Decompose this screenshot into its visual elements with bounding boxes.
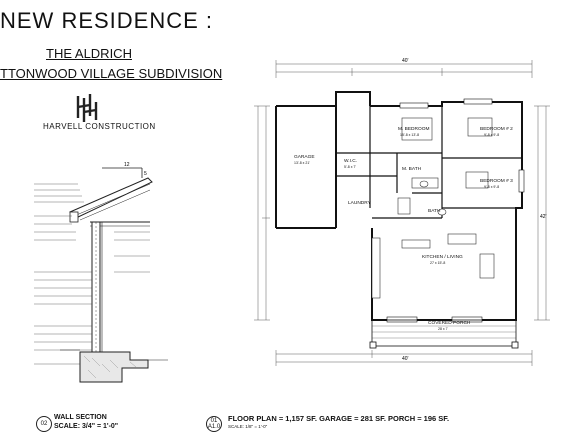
wall-section-number: 02 (36, 416, 52, 432)
room-garage-dim: 13'-8 x 21' (294, 161, 310, 165)
room-bath: BATH (428, 208, 441, 214)
room-master-bedroom: M. BEDROOM (398, 126, 429, 132)
room-covered-porch: COVERED PORCH (428, 320, 471, 326)
overall-width-label: 40' (402, 58, 409, 64)
floor-plan-scale: SCALE: 1/8" = 1'-0" (228, 424, 268, 429)
wall-section-title: WALL SECTION (54, 414, 107, 421)
room-garage: GARAGE (294, 154, 315, 160)
overall-depth-label: 42' (540, 214, 547, 220)
floor-plan-title: FLOOR PLAN = 1,157 SF. GARAGE = 281 SF. … (228, 414, 450, 423)
overall-width-bottom-label: 40' (402, 356, 409, 362)
plan-name: THE ALDRICH (46, 46, 132, 61)
room-wic-dim: 5'-8 x 7' (344, 165, 356, 169)
room-bedroom-2-dim: 9'-8 x 9'-8 (484, 133, 499, 137)
room-bedroom-2: BEDROOM # 2 (480, 126, 513, 132)
wall-section-drawing: 12 5 (34, 162, 168, 383)
page-title: NEW RESIDENCE : (0, 8, 214, 33)
subdivision-name: TTONWOOD VILLAGE SUBDIVISION (0, 66, 223, 81)
company-name: HARVELL CONSTRUCTION (43, 122, 156, 131)
room-kitchen-living: KITCHEN / LIVING (422, 254, 463, 260)
room-master-bedroom-dim: 15'-8 x 13'-8 (400, 133, 419, 137)
room-bedroom-3: BEDROOM # 3 (480, 178, 513, 184)
room-kitchen-living-dim: 27 x 15'-8 (430, 261, 445, 265)
pitch-run-label: 12 (124, 162, 130, 168)
room-bedroom-3-dim: 9'-8 x 9'-8 (484, 185, 499, 189)
pitch-rise-label: 5 (144, 171, 147, 177)
wall-section-scale: SCALE: 3/4" = 1'-0" (54, 423, 119, 430)
room-covered-porch-dim: 28 x 7 (438, 327, 448, 331)
floor-plan-drawing: 40' 40' 42' (254, 58, 550, 366)
company-logo-icon (76, 94, 98, 122)
room-laundry: LAUNDRY (348, 200, 372, 206)
room-wic: W.I.C. (344, 158, 357, 164)
room-master-bath: M. BATH (402, 166, 422, 172)
